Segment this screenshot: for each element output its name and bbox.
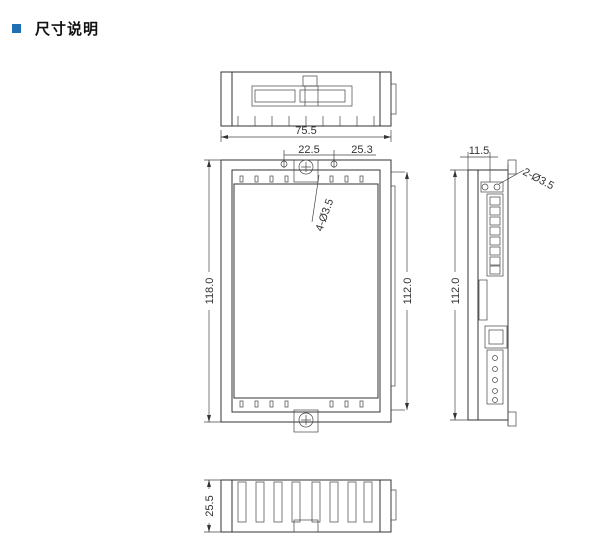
label-side-height: 112.0 <box>450 278 462 305</box>
dim-bottom-height: 25.5 <box>202 479 221 533</box>
side-view <box>467 159 517 427</box>
front-view <box>220 159 405 433</box>
label-side-offset: 11.5 <box>469 145 490 157</box>
dim-height-total: 118.0 <box>202 159 221 423</box>
dim-side-height: 112.0 <box>447 169 468 421</box>
section-header: 尺寸说明 <box>12 16 99 40</box>
leader-holes-side <box>498 169 525 185</box>
label-height-inner: 112.0 <box>402 278 414 305</box>
label-bottom-height: 25.5 <box>204 495 216 516</box>
section-title: 尺寸说明 <box>35 19 100 38</box>
bullet-square-icon <box>12 23 21 33</box>
dim-height-inner: 112.0 <box>399 172 414 410</box>
dim-top-width: 75.5 <box>220 125 392 142</box>
dim-side-offset: 11.5 <box>460 145 498 182</box>
label-hole-right: 25.3 <box>351 144 372 156</box>
label-hole-left: 22.5 <box>298 144 319 156</box>
label-height-total: 118.0 <box>204 278 216 305</box>
top-view <box>220 71 397 127</box>
bottom-view <box>220 479 397 533</box>
label-top-width: 75.5 <box>295 125 316 137</box>
dim-hole-spacing: 22.5 25.3 <box>283 144 376 168</box>
label-holes-side: 2-Ø3.5 <box>521 166 556 192</box>
label-holes-front: 4-Ø3.5 <box>314 197 337 233</box>
